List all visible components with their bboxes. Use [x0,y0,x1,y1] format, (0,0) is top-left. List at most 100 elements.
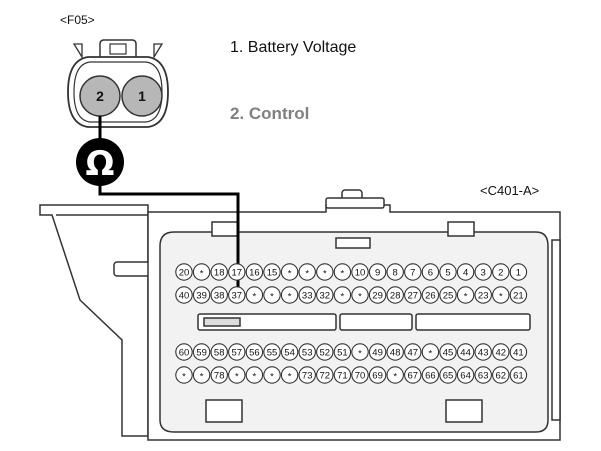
c401-pin-label: 18 [214,267,225,278]
c401-pin-label: * [288,269,292,280]
c401-pin-1 [509,263,528,281]
f05-pin-2-label: 2 [96,88,104,104]
c401-pin-label: * [393,372,397,383]
c401-pin-label: 33 [302,290,313,301]
c401-pin-empty [245,366,264,384]
c401-pin-60 [175,343,193,361]
c401-pin-64 [456,366,475,384]
c401-pin-label: * [358,292,362,303]
c401-pin-label: * [429,349,433,360]
c401-pin-label: 41 [513,347,524,358]
c401-pin-empty [263,286,281,304]
c401-pin-label: * [253,292,257,303]
legend-battery-voltage: 1. Battery Voltage [230,39,356,56]
c401-pin-empty [228,366,246,384]
c401-pin-label: 27 [408,290,419,301]
c401-pin-27 [404,286,422,304]
c401-pin-empty [263,366,281,384]
c401-pin-71 [333,366,352,384]
c401-pin-label: 45 [443,347,454,358]
c401-pin-label: 20 [179,267,190,278]
c401-pin-label: 61 [513,370,524,381]
c401-pin-label: * [358,349,362,360]
c401-pin-63 [474,366,492,384]
c401-pin-label: 69 [372,370,383,381]
legend-control: 2. Control [230,104,309,123]
c401-pin-70 [351,366,369,384]
c401-pin-label: 70 [355,370,366,381]
c401-pin-48 [386,343,404,361]
c401-pin-label: 39 [196,290,207,301]
c401-pin-empty [333,263,352,281]
c401-pin-29 [368,286,387,304]
c401-pin-label: 49 [372,347,383,358]
c401-pin-label: 72 [320,370,331,381]
ohmmeter-icon: Ω [76,138,124,186]
c401-pin-label: 23 [478,290,489,301]
c401-pin-label: 1 [516,267,521,278]
c401-pin-label: 63 [478,370,489,381]
c401-pin-18 [210,263,228,281]
c401-pin-label: 53 [302,347,313,358]
c401-pin-empty [175,366,193,384]
c401-pin-empty [316,263,334,281]
connector-f05: <F05> 2 1 [60,13,169,128]
c401-pin-72 [316,366,334,384]
c401-pin-69 [368,366,387,384]
c401-pin-label: 44 [460,347,471,358]
c401-pin-8 [386,263,404,281]
c401-pin-21 [509,286,528,304]
c401-pin-label: 6 [428,267,433,278]
c401-pin-label: 57 [232,347,243,358]
c401-pin-51 [333,343,352,361]
c401-pin-label: * [200,269,204,280]
c401-pin-67 [404,366,422,384]
connector-c401-label: <C401-A> [480,183,539,198]
c401-pin-label: 67 [408,370,419,381]
c401-pin-9 [368,263,387,281]
c401-pin-label: 25 [443,290,454,301]
c401-pin-label: * [341,292,345,303]
c401-pin-56 [245,343,264,361]
c401-pin-label: 16 [249,267,260,278]
c401-pin-empty [456,286,475,304]
c401-pin-label: 7 [410,267,415,278]
c401-pin-62 [492,366,510,384]
c401-pin-61 [509,366,528,384]
c401-pin-38 [210,286,228,304]
c401-pin-7 [404,263,422,281]
c401-pin-label: 48 [390,347,401,358]
c401-pin-empty [280,366,299,384]
c401-pin-label: 47 [408,347,419,358]
c401-pin-label: 73 [302,370,313,381]
c401-pin-2 [492,263,510,281]
c401-pin-empty [280,263,299,281]
c401-pin-empty [333,286,352,304]
c401-pin-45 [439,343,457,361]
c401-pin-empty [192,366,211,384]
c401-pin-label: 52 [320,347,331,358]
c401-pin-label: * [305,269,309,280]
c401-pin-empty [280,286,299,304]
c401-pin-label: 51 [337,347,348,358]
c401-pin-43 [474,343,492,361]
c401-pin-10 [351,263,369,281]
ohmmeter-symbol: Ω [86,144,115,184]
connector-f05-label: <F05> [60,13,95,27]
c401-pin-label: 60 [179,347,190,358]
c401-pin-label: 21 [513,290,524,301]
c401-pin-empty [351,343,369,361]
c401-pin-label: 29 [372,290,383,301]
c401-pin-empty [421,343,440,361]
c401-pin-label: 59 [196,347,207,358]
c401-pin-label: 10 [355,267,366,278]
c401-pin-label: 43 [478,347,489,358]
c401-pin-label: * [200,372,204,383]
c401-pin-39 [192,286,211,304]
c401-pin-23 [474,286,492,304]
c401-pin-label: 28 [390,290,401,301]
c401-pin-25 [439,286,457,304]
c401-pin-15 [263,263,281,281]
